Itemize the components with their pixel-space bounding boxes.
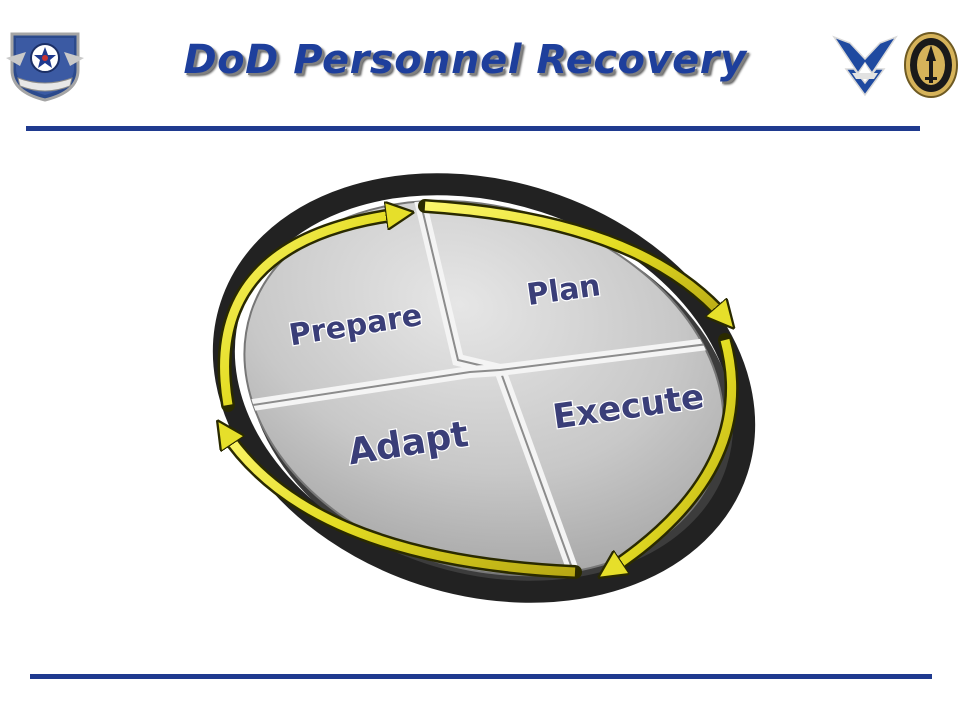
header-rule	[26, 126, 920, 131]
afsoc-emblem-icon	[6, 32, 84, 102]
socom-emblem-icon	[904, 32, 958, 98]
cycle-arrows	[225, 199, 739, 572]
air-force-symbol-icon	[832, 35, 898, 97]
footer-rule	[30, 674, 932, 679]
page-title: DoD Personnel Recovery	[183, 37, 747, 83]
